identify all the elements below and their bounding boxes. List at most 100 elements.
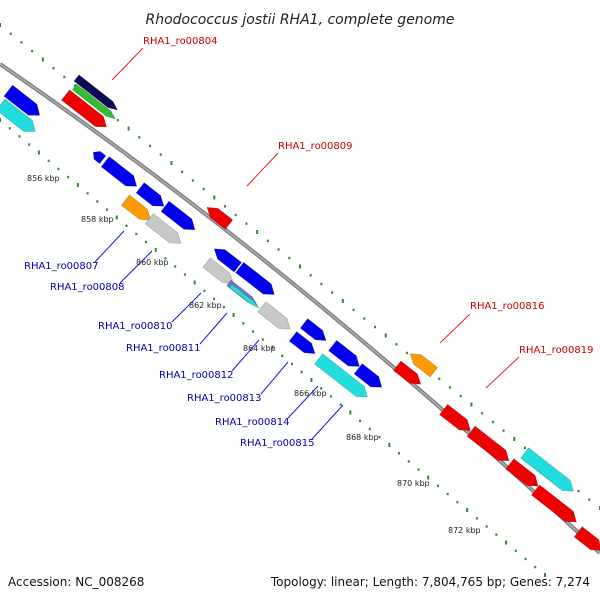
ruler-label-856: 856 kbp: [27, 174, 60, 183]
tick-mark: [320, 282, 323, 286]
ruler-label-866: 866 kbp: [294, 389, 327, 398]
tick-mark: [234, 213, 237, 217]
tick-mark: [86, 192, 89, 195]
gene-ro00810-gray[interactable]: [202, 257, 237, 288]
gene-red-3[interactable]: [466, 425, 513, 466]
tick-mark: [159, 153, 162, 156]
tick-mark: [495, 533, 498, 536]
gene-blue-1[interactable]: [100, 156, 141, 192]
tick-mark: [213, 195, 216, 200]
tick-mark: [0, 23, 1, 27]
gene-ro00819-cyan[interactable]: [520, 447, 578, 496]
leader-ro00816: [439, 313, 471, 344]
ruler-label-868: 868 kbp: [346, 433, 379, 442]
gene-ro00807-orange[interactable]: [120, 194, 154, 225]
leader-ro00815: [311, 404, 344, 440]
gene-blue-left[interactable]: [3, 84, 44, 121]
gene-label-ro00807[interactable]: RHA1_ro00807: [24, 261, 99, 272]
gene-ro00808-gray[interactable]: [144, 213, 185, 249]
tick-mark: [309, 274, 312, 277]
tick-mark: [224, 205, 226, 208]
tick-mark: [202, 187, 205, 191]
gene-red-4[interactable]: [505, 458, 542, 491]
leader-ro00819: [485, 356, 520, 389]
tick-mark: [502, 429, 505, 432]
gene-blue-small[interactable]: [90, 148, 107, 165]
tick-mark: [427, 475, 430, 480]
gene-label-ro00808[interactable]: RHA1_ro00808: [50, 282, 125, 293]
tick-mark: [18, 135, 21, 138]
gene-blue-7[interactable]: [328, 339, 364, 371]
gene-label-ro00816[interactable]: RHA1_ro00816: [470, 301, 545, 312]
gene-red-5[interactable]: [531, 484, 581, 527]
gene-label-ro00811[interactable]: RHA1_ro00811: [126, 343, 201, 354]
gene-ro00812-gray[interactable]: [257, 301, 294, 334]
tick-mark: [0, 118, 1, 122]
tick-mark: [144, 240, 147, 244]
gene-label-ro00819[interactable]: RHA1_ro00819: [519, 345, 594, 356]
gene-ro00804-green[interactable]: [71, 83, 117, 122]
tick-mark: [341, 299, 344, 303]
gene-label-ro00809[interactable]: RHA1_ro00809: [278, 141, 353, 152]
gene-label-ro00812[interactable]: RHA1_ro00812: [159, 370, 234, 381]
tick-mark: [505, 540, 508, 545]
label-leader-lines: [94, 47, 520, 440]
tick-mark: [395, 343, 398, 346]
tick-mark: [299, 264, 301, 269]
gene-blue-3[interactable]: [160, 200, 199, 235]
gene-ro00816-orange[interactable]: [406, 349, 438, 378]
gene-ro00811-cyan[interactable]: [229, 283, 261, 309]
tick-mark: [106, 208, 109, 211]
gene-label-ro00813[interactable]: RHA1_ro00813: [187, 393, 262, 404]
tick-mark: [281, 354, 284, 358]
tick-mark: [481, 412, 484, 415]
tick-mark: [67, 175, 70, 179]
tick-mark: [577, 489, 580, 493]
gene-label-ro00810[interactable]: RHA1_ro00810: [98, 321, 173, 332]
leader-ro00808: [119, 250, 153, 284]
tick-mark: [388, 443, 391, 447]
tick-mark: [9, 32, 12, 36]
tick-mark: [115, 215, 118, 220]
gene-label-ro00804[interactable]: RHA1_ro00804: [143, 36, 218, 47]
tick-mark: [449, 386, 451, 389]
gene-blue-5[interactable]: [235, 261, 279, 299]
tick-mark: [174, 265, 177, 268]
tick-mark: [277, 248, 280, 251]
tick-mark: [368, 427, 371, 431]
tick-mark: [436, 484, 439, 488]
tick-mark: [164, 257, 167, 260]
gene-ro00804-navy[interactable]: [73, 74, 120, 113]
gene-label-ro00815[interactable]: RHA1_ro00815: [240, 438, 315, 449]
gene-ro00813-blue[interactable]: [288, 331, 318, 359]
tick-mark: [363, 317, 366, 320]
gene-blue-2[interactable]: [135, 182, 168, 212]
gene-blue-8[interactable]: [353, 363, 386, 393]
tick-mark: [513, 437, 516, 441]
gene-red-1[interactable]: [393, 360, 424, 389]
gene-features: [0, 74, 600, 556]
tick-mark: [261, 338, 264, 341]
leader-ro00809: [246, 152, 279, 187]
tick-mark: [149, 144, 151, 148]
gene-ro00809-red[interactable]: [203, 203, 234, 230]
tick-mark: [52, 67, 55, 70]
gene-ro00815-cyan[interactable]: [314, 353, 372, 402]
gene-blue-6[interactable]: [299, 318, 329, 346]
gene-red-6[interactable]: [573, 526, 600, 556]
tick-mark: [339, 403, 342, 406]
tick-mark: [41, 57, 44, 62]
gene-cyan-left[interactable]: [0, 98, 40, 137]
gene-label-ro00814[interactable]: RHA1_ro00814: [215, 417, 290, 428]
gene-red-2[interactable]: [439, 403, 475, 435]
tick-mark: [183, 273, 186, 276]
gene-blue-4[interactable]: [210, 244, 242, 273]
ruler-label-860: 860 kbp: [136, 258, 169, 267]
gene-ro00804-red[interactable]: [61, 89, 111, 132]
leader-ro00811: [199, 312, 228, 345]
leader-ro00814: [287, 385, 319, 419]
tick-mark: [20, 41, 23, 44]
lower-tick-row: [0, 118, 546, 577]
tick-mark: [125, 224, 128, 228]
tick-mark: [446, 492, 449, 496]
